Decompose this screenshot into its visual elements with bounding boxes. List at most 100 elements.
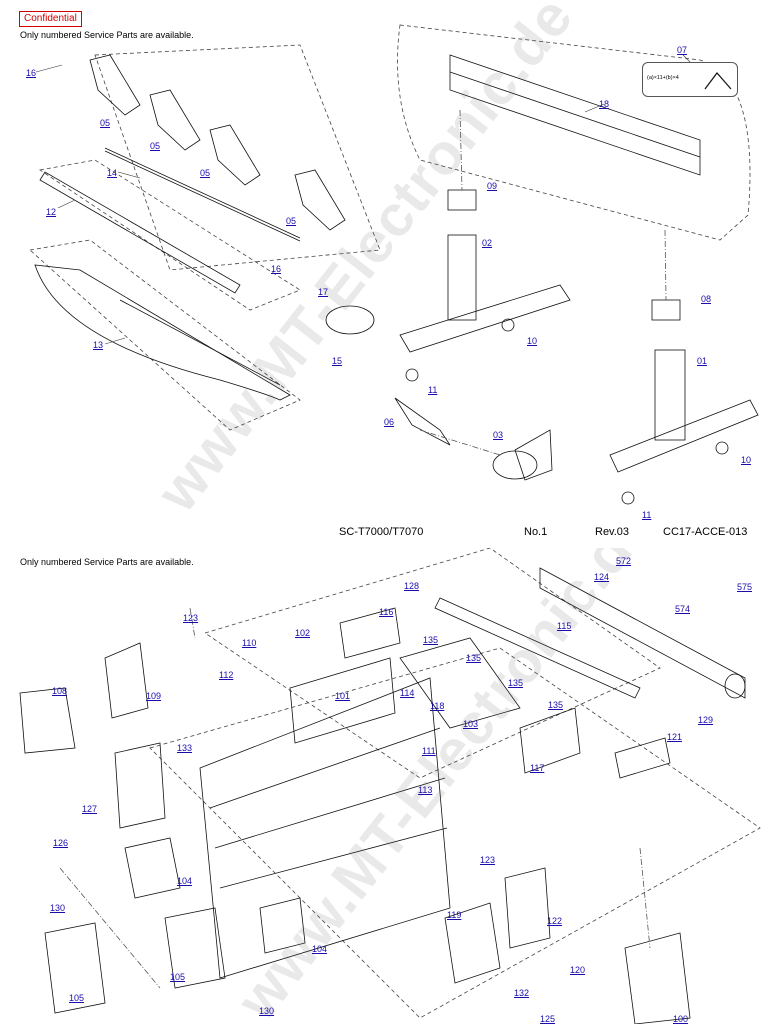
part-label[interactable]: 105 — [69, 993, 85, 1003]
part-label[interactable]: 116 — [379, 607, 394, 617]
part-label[interactable]: 124 — [594, 572, 610, 582]
availability-note: Only numbered Service Parts are availabl… — [20, 30, 194, 40]
part-label[interactable]: 05 — [150, 141, 161, 151]
part-label[interactable]: 126 — [53, 838, 69, 848]
document-code: CC17-ACCE-013 — [663, 526, 748, 538]
page-number: No.1 — [524, 526, 548, 538]
caster-11a — [405, 368, 419, 382]
part-label[interactable]: 110 — [242, 638, 257, 648]
part-label[interactable]: 120 — [570, 965, 586, 975]
part-label[interactable]: 123 — [480, 855, 496, 865]
side-cover-108 — [19, 687, 76, 754]
part-label[interactable]: 15 — [332, 356, 343, 366]
part-label[interactable]: 108 — [52, 686, 68, 696]
part-label[interactable]: 18 — [599, 99, 610, 109]
printer-body-exploded-drawing — [19, 548, 761, 1024]
part-label[interactable]: 135 — [508, 678, 524, 688]
part-label[interactable]: 100 — [673, 1014, 689, 1024]
check-mark-icon — [704, 72, 732, 90]
rod-14 — [104, 147, 301, 239]
pipe-12 — [39, 171, 241, 294]
legend-formula: (a)×11+(b)×4 — [647, 75, 679, 81]
part-label[interactable]: 104 — [312, 944, 328, 954]
caster-10b — [715, 441, 729, 455]
part-label[interactable]: 118 — [430, 701, 445, 711]
part-label[interactable]: 08 — [701, 294, 712, 304]
part-label[interactable]: 02 — [482, 238, 493, 248]
part-label[interactable]: 05 — [100, 118, 111, 128]
part-label[interactable]: 133 — [177, 743, 193, 753]
exploded-view-sheet-2: www.MT-Electronic.de Only numbered Servi… — [0, 548, 768, 1024]
cover-119 — [444, 902, 501, 984]
roll-cover-124 — [539, 567, 746, 699]
caster-10a — [501, 318, 515, 332]
part-label[interactable]: 10 — [741, 455, 752, 465]
part-label[interactable]: 102 — [295, 628, 311, 638]
rail-101 — [289, 657, 396, 744]
ink-bay-104a — [124, 837, 181, 899]
part-label[interactable]: 16 — [26, 68, 37, 78]
leg-02 — [447, 234, 477, 321]
part-label[interactable]: 115 — [557, 621, 572, 631]
part-label[interactable]: 13 — [93, 340, 104, 350]
sealant-legend: (a)×11+(b)×4 — [642, 62, 738, 97]
part-label[interactable]: 125 — [540, 1014, 556, 1024]
part-label[interactable]: 01 — [697, 356, 708, 366]
part-label[interactable]: 119 — [447, 910, 462, 920]
part-label[interactable]: 132 — [514, 988, 530, 998]
part-label[interactable]: 113 — [418, 785, 433, 795]
handle-06 — [394, 397, 451, 446]
ink-bay-105a — [44, 922, 106, 1014]
body-zone — [149, 647, 761, 1019]
panel-118 — [399, 637, 521, 729]
part-label[interactable]: 14 — [107, 168, 118, 178]
part-label[interactable]: 12 — [46, 207, 57, 217]
part-label[interactable]: 05 — [286, 216, 297, 226]
part-label[interactable]: 103 — [463, 719, 479, 729]
part-label[interactable]: 117 — [530, 763, 545, 773]
hub-03 — [492, 450, 538, 480]
part-label[interactable]: 06 — [384, 417, 395, 427]
model-name: SC-T7000/T7070 — [339, 526, 424, 538]
part-label[interactable]: 135 — [423, 635, 439, 645]
part-label[interactable]: 114 — [400, 688, 415, 698]
part-label[interactable]: 575 — [737, 582, 753, 592]
cover-122 — [504, 867, 551, 949]
upper-frame-zone — [204, 548, 661, 779]
part-label[interactable]: 07 — [677, 45, 688, 55]
part-label[interactable]: 123 — [183, 613, 199, 623]
part-label[interactable]: 128 — [404, 581, 420, 591]
part-label[interactable]: 10 — [527, 336, 538, 346]
part-label[interactable]: 05 — [200, 168, 211, 178]
part-label[interactable]: 111 — [422, 746, 436, 756]
ink-bay-105b — [164, 907, 226, 989]
box-100 — [624, 932, 691, 1024]
part-label[interactable]: 03 — [493, 430, 504, 440]
panel-117 — [519, 707, 581, 774]
part-label[interactable]: 135 — [548, 700, 564, 710]
basket-zone — [29, 239, 301, 431]
part-label[interactable]: 127 — [82, 804, 98, 814]
part-label[interactable]: 112 — [219, 670, 234, 680]
part-label[interactable]: 572 — [616, 556, 632, 566]
part-label[interactable]: 135 — [466, 653, 482, 663]
stand-exploded-drawing — [29, 24, 759, 505]
part-label[interactable]: 109 — [146, 691, 162, 701]
part-label[interactable]: 17 — [318, 287, 329, 297]
part-label[interactable]: 09 — [487, 181, 498, 191]
part-label[interactable]: 16 — [271, 264, 282, 274]
part-label[interactable]: 129 — [698, 715, 714, 725]
availability-note: Only numbered Service Parts are availabl… — [20, 557, 194, 567]
part-label[interactable]: 121 — [667, 732, 683, 742]
part-label[interactable]: 11 — [642, 510, 652, 520]
part-label[interactable]: 130 — [50, 903, 66, 913]
part-label[interactable]: 101 — [335, 691, 351, 701]
part-label[interactable]: 574 — [675, 604, 691, 614]
part-label[interactable]: 122 — [547, 916, 563, 926]
part-label[interactable]: 130 — [259, 1006, 275, 1016]
part-label[interactable]: 105 — [170, 972, 186, 982]
cover-133 — [114, 742, 166, 829]
paper-guide-parts — [89, 54, 346, 231]
part-label[interactable]: 11 — [428, 385, 438, 395]
part-label[interactable]: 104 — [177, 876, 193, 886]
